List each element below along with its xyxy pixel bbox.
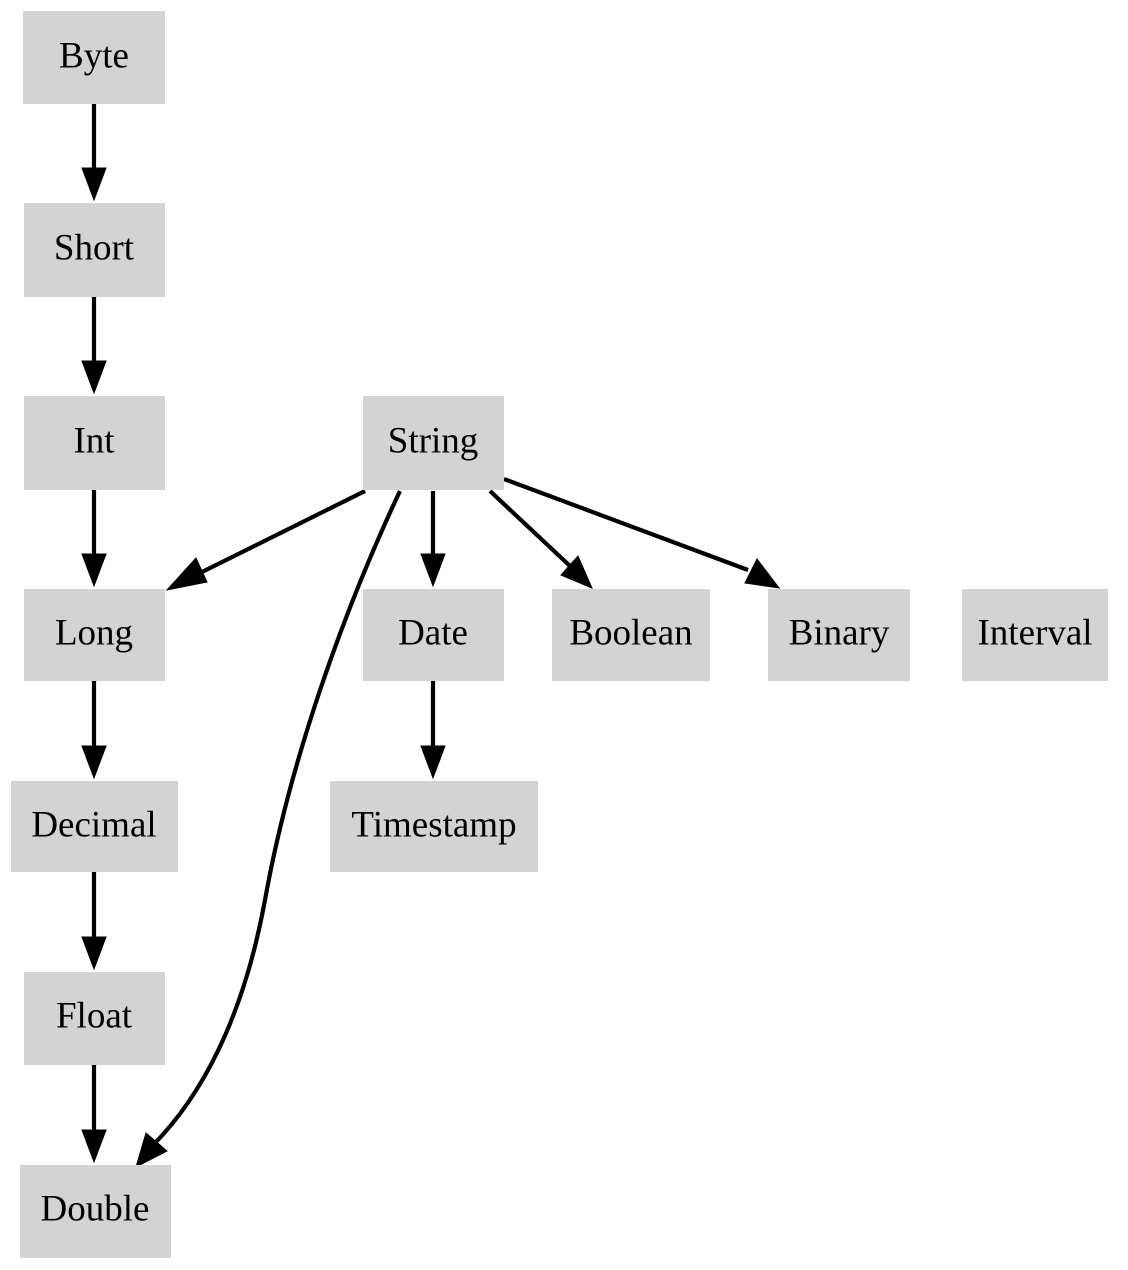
edge-date-timestamp-arrowhead: [420, 745, 446, 780]
edge-short-int: [81, 297, 107, 395]
node-byte[interactable]: Byte: [23, 11, 165, 104]
node-long[interactable]: Long: [24, 589, 165, 681]
edge-string-long-arrowhead: [165, 557, 208, 591]
node-float-box[interactable]: [24, 972, 165, 1065]
edge-long-decimal: [81, 681, 107, 780]
node-byte-box[interactable]: [23, 11, 165, 104]
node-float[interactable]: Float: [24, 972, 165, 1065]
edge-decimal-float-arrowhead: [81, 936, 107, 971]
node-int[interactable]: Int: [24, 396, 165, 490]
node-timestamp-box[interactable]: [330, 781, 538, 872]
edge-float-double: [81, 1065, 107, 1164]
node-int-box[interactable]: [24, 396, 165, 490]
node-decimal[interactable]: Decimal: [11, 781, 178, 872]
node-binary-box[interactable]: [768, 589, 910, 681]
edge-string-date: [420, 491, 446, 588]
edge-string-boolean-arrowhead: [560, 555, 593, 589]
edge-string-double-arrowhead: [135, 1132, 168, 1168]
node-interval-box[interactable]: [962, 589, 1108, 681]
edge-date-timestamp: [420, 681, 446, 780]
node-boolean-box[interactable]: [552, 589, 710, 681]
node-interval[interactable]: Interval: [962, 589, 1108, 681]
edge-string-binary-line: [503, 477, 749, 572]
edge-int-long-arrowhead: [81, 553, 107, 588]
nodes-layer: Byte Short Int Long Decimal Float: [11, 11, 1108, 1258]
edge-string-binary: [503, 477, 781, 589]
node-short[interactable]: Short: [24, 203, 165, 297]
edge-decimal-float: [81, 872, 107, 971]
edges-layer: [81, 104, 781, 1168]
node-double-box[interactable]: [20, 1165, 171, 1258]
edge-string-date-arrowhead: [420, 553, 446, 588]
edge-string-long-line: [199, 489, 366, 575]
node-date-box[interactable]: [363, 589, 504, 681]
edge-string-double-line: [146, 490, 402, 1152]
node-long-box[interactable]: [24, 589, 165, 681]
node-decimal-box[interactable]: [11, 781, 178, 872]
edge-string-long: [165, 489, 366, 591]
edge-float-double-arrowhead: [81, 1129, 107, 1164]
node-boolean[interactable]: Boolean: [552, 589, 710, 681]
node-short-box[interactable]: [24, 203, 165, 297]
edge-short-int-arrowhead: [81, 360, 107, 395]
edge-string-double: [135, 490, 402, 1168]
edge-string-boolean-line: [488, 489, 572, 568]
node-string[interactable]: String: [363, 396, 504, 490]
node-binary[interactable]: Binary: [768, 589, 910, 681]
node-date[interactable]: Date: [363, 589, 504, 681]
node-double[interactable]: Double: [20, 1165, 171, 1258]
node-timestamp[interactable]: Timestamp: [330, 781, 538, 872]
edge-long-decimal-arrowhead: [81, 745, 107, 780]
edge-byte-short: [81, 104, 107, 202]
edge-byte-short-arrowhead: [81, 167, 107, 202]
edge-string-binary-arrowhead: [744, 558, 781, 589]
edge-string-boolean: [488, 489, 593, 589]
edge-int-long: [81, 490, 107, 588]
node-string-box[interactable]: [363, 396, 504, 490]
